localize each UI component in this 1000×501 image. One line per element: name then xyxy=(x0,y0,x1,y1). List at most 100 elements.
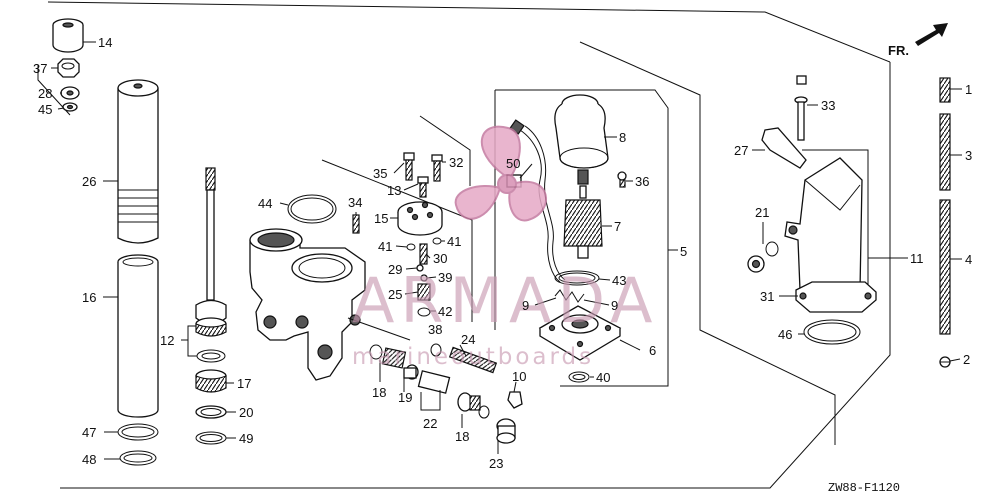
callout-43: 43 xyxy=(612,273,626,288)
clip-10 xyxy=(507,391,523,409)
spring-30 xyxy=(419,243,428,265)
callout-41b: 41 xyxy=(447,234,461,249)
bolt-32 xyxy=(431,154,443,182)
flange-31 xyxy=(795,281,877,313)
callout-28: 28 xyxy=(38,86,52,101)
ring-42 xyxy=(417,307,431,317)
callout-34: 34 xyxy=(348,195,362,210)
callout-labels: 14 37 28 45 26 16 12 17 20 49 47 48 44 3… xyxy=(33,35,972,471)
callout-23: 23 xyxy=(489,456,503,471)
watermark-brand: ARMADA xyxy=(352,264,658,337)
right-rods-group xyxy=(939,77,951,368)
bracket-27 xyxy=(761,127,807,169)
plug-23 xyxy=(496,418,516,444)
callout-16: 16 xyxy=(82,290,96,305)
tilt-cylinder-group xyxy=(747,75,877,345)
piston-rod-12 xyxy=(195,167,227,337)
shaft-24 xyxy=(448,346,498,374)
cylinder-26 xyxy=(117,79,159,244)
callout-4: 4 xyxy=(965,252,972,267)
callout-7: 7 xyxy=(614,219,621,234)
oring-18a xyxy=(369,344,383,360)
rod-4 xyxy=(939,199,951,335)
watermark-tagline: marineoutboards xyxy=(352,344,594,370)
part-1 xyxy=(939,77,951,103)
direction-label: FR. xyxy=(888,43,909,58)
callout-9b: 9 xyxy=(611,298,618,313)
callout-5: 5 xyxy=(680,244,687,259)
watermark: ARMADA marineoutboards xyxy=(352,125,658,370)
callout-13: 13 xyxy=(387,183,401,198)
callout-20: 20 xyxy=(239,405,253,420)
clip-9 xyxy=(554,289,585,303)
oring-47 xyxy=(117,423,159,441)
callout-41a: 41 xyxy=(378,239,392,254)
valve-parts-group xyxy=(347,152,443,341)
callout-38: 38 xyxy=(428,322,442,337)
callout-8: 8 xyxy=(619,130,626,145)
ring-41b xyxy=(432,237,442,245)
lower-valve-train xyxy=(369,343,523,444)
callout-12: 12 xyxy=(160,333,174,348)
oring-48 xyxy=(119,450,157,466)
callout-2: 2 xyxy=(963,352,970,367)
oring-49 xyxy=(195,431,227,445)
arrow-icon xyxy=(915,23,948,46)
callout-14: 14 xyxy=(98,35,112,50)
callout-46: 46 xyxy=(778,327,792,342)
oring-43 xyxy=(554,270,600,286)
callout-27: 27 xyxy=(734,143,748,158)
callout-29: 29 xyxy=(388,262,402,277)
cap-14 xyxy=(52,18,84,53)
armature-7 xyxy=(563,185,603,259)
pump-housing xyxy=(249,228,366,381)
part-18b xyxy=(457,392,481,412)
callout-48: 48 xyxy=(82,452,96,467)
callout-10: 10 xyxy=(512,369,526,384)
oring-46 xyxy=(803,319,861,345)
callout-3: 3 xyxy=(965,148,972,163)
callout-45: 45 xyxy=(38,102,52,117)
callout-1: 1 xyxy=(965,82,972,97)
washer-45 xyxy=(62,102,78,112)
callout-33: 33 xyxy=(821,98,835,113)
leader-38 xyxy=(347,317,411,341)
callout-47: 47 xyxy=(82,425,96,440)
callout-18a: 18 xyxy=(372,385,386,400)
callout-37: 37 xyxy=(33,61,47,76)
assembly-frame xyxy=(37,1,891,489)
callout-26: 26 xyxy=(82,174,96,189)
leader-lines xyxy=(51,41,962,460)
ring-41a xyxy=(406,243,416,251)
callout-30: 30 xyxy=(433,251,447,266)
callout-17: 17 xyxy=(237,376,251,391)
ring-40 xyxy=(568,371,590,383)
piston-17 xyxy=(195,369,227,393)
washer-28 xyxy=(60,86,80,100)
part-22 xyxy=(417,370,451,394)
callout-24: 24 xyxy=(461,332,475,347)
oring-44 xyxy=(287,194,337,224)
oring-18c xyxy=(478,405,490,419)
washer-12b xyxy=(196,349,226,363)
part-19 xyxy=(403,364,419,380)
callout-44: 44 xyxy=(258,196,272,211)
callout-11: 11 xyxy=(910,251,924,266)
callout-50: 50 xyxy=(506,156,520,171)
tube-16 xyxy=(117,254,159,418)
screw-36 xyxy=(617,171,627,188)
callout-9a: 9 xyxy=(522,298,529,313)
plug-21 xyxy=(747,241,779,273)
callout-15: 15 xyxy=(374,211,388,226)
screw-34 xyxy=(352,214,360,234)
motor-group xyxy=(506,94,627,383)
oring-24a xyxy=(430,343,442,357)
callout-6: 6 xyxy=(649,343,656,358)
callout-40: 40 xyxy=(596,370,610,385)
valve-block-15 xyxy=(397,201,443,236)
callout-35: 35 xyxy=(373,166,387,181)
pump-body-group xyxy=(249,194,366,381)
callout-21: 21 xyxy=(755,205,769,220)
